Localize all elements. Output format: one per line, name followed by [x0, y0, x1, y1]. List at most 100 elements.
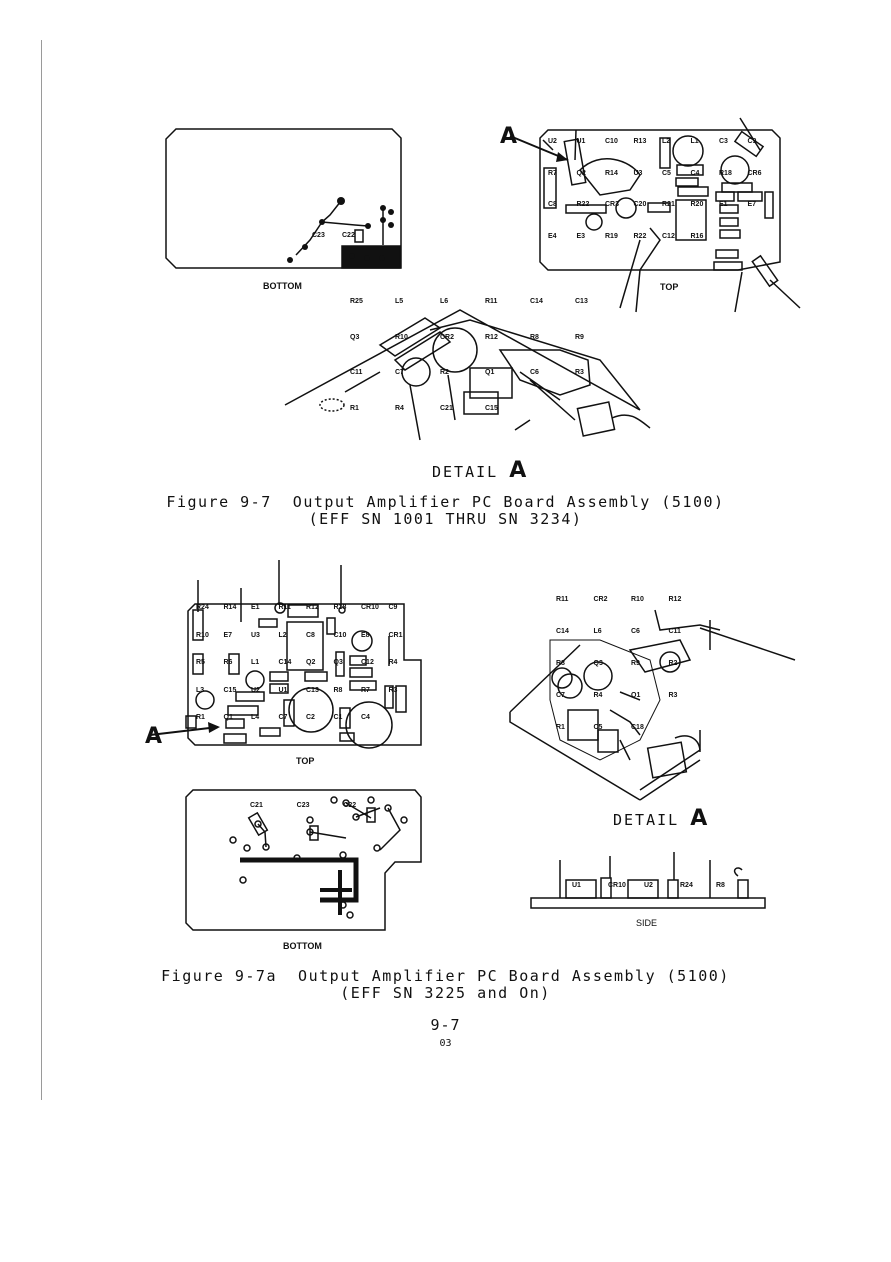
part-label: C9	[388, 604, 398, 611]
fig1-top-label: TOP	[660, 282, 679, 292]
part-label: R11	[556, 596, 569, 603]
fig1-callout-a: A	[500, 124, 518, 149]
part-label: E1	[251, 604, 260, 611]
part-label: C21	[440, 404, 453, 412]
part-label: R16	[690, 232, 704, 240]
part-label: R6	[223, 659, 233, 667]
part-label: R4	[593, 692, 603, 699]
part-label: R22	[576, 201, 590, 208]
part-label: L2	[662, 138, 671, 145]
part-label: R11	[278, 604, 291, 611]
margin-rule	[41, 40, 42, 1100]
part-label: R24	[196, 604, 209, 611]
part-label: C11	[668, 628, 681, 635]
part-label: R7	[548, 169, 557, 177]
part-label: R1	[350, 404, 359, 412]
part-label: R10	[395, 333, 408, 341]
part-label: CR10	[608, 882, 626, 889]
part-label: E1	[719, 201, 728, 208]
part-label: R11	[485, 298, 498, 305]
part-label: R25	[350, 298, 363, 305]
part-label: C11	[350, 369, 363, 376]
part-label: C10	[605, 138, 618, 145]
part-label: R24	[680, 882, 693, 889]
part-label: R14	[605, 169, 618, 177]
part-label: C22	[343, 802, 357, 809]
part-label: C4	[361, 714, 370, 722]
part-label: R9	[631, 660, 640, 667]
fig2-top-label: TOP	[296, 756, 315, 766]
fig2-bottom-board	[185, 789, 422, 931]
part-label: CR6	[747, 169, 762, 177]
part-label: R13	[633, 138, 647, 145]
page-number: 9-7	[430, 1016, 461, 1034]
part-label: C14	[530, 298, 543, 305]
fig2-callout-a: A	[145, 724, 163, 749]
part-label: R4	[388, 659, 398, 667]
part-label: U1	[576, 138, 586, 145]
part-label: R12	[306, 604, 319, 611]
fig1-caption-line1: Figure 9-7 Output Amplifier PC Board Ass…	[166, 493, 725, 511]
part-label: U3	[633, 169, 643, 177]
part-label: Q3	[350, 333, 360, 341]
part-label: U3	[251, 631, 260, 639]
part-label: C12	[361, 659, 374, 667]
part-label: C20	[633, 201, 647, 208]
part-label: CR2	[593, 596, 608, 603]
part-label: Q2	[576, 169, 586, 177]
part-label: C5	[593, 724, 603, 731]
part-label: R21	[662, 201, 675, 208]
part-label: C22	[342, 232, 355, 239]
part-label: R9	[575, 333, 584, 341]
part-label: Q1	[485, 369, 495, 376]
fig2-caption-line2: (EFF SN 3225 and On)	[340, 984, 551, 1002]
part-label: Q3	[333, 659, 343, 667]
part-label: E7	[747, 201, 757, 208]
part-label: C14	[556, 628, 569, 635]
part-label: L4	[251, 714, 260, 722]
page-revision: 03	[439, 1038, 452, 1049]
part-label: R12	[485, 333, 498, 341]
part-label: C7	[556, 692, 565, 699]
part-label: C23	[296, 802, 310, 809]
part-label: L1	[251, 659, 260, 667]
part-label: C10	[333, 631, 347, 639]
part-label: C14	[278, 659, 292, 667]
part-label: CR2	[440, 333, 455, 341]
part-label: R8	[716, 882, 725, 889]
part-label: C18	[631, 724, 644, 731]
part-label: R7	[361, 686, 370, 694]
part-label: E3	[576, 232, 586, 240]
fig2-top-board	[187, 603, 422, 746]
part-label: C8	[548, 201, 557, 208]
part-label: R20	[690, 201, 704, 208]
part-label: R2	[440, 369, 449, 376]
part-label: C5	[662, 169, 671, 177]
part-label: U1	[278, 686, 288, 694]
part-label: R2	[668, 660, 678, 667]
part-label: U2	[548, 138, 557, 145]
part-label: R8	[333, 686, 343, 694]
part-label: R12	[668, 596, 682, 603]
part-label: R1	[556, 724, 565, 731]
part-label: C13	[306, 686, 319, 694]
part-label: C23	[312, 232, 325, 239]
part-label: C6	[631, 628, 640, 635]
part-label: R19	[605, 232, 618, 240]
part-label: C21	[250, 802, 263, 809]
part-label: C15	[485, 404, 498, 412]
fig1-bottom-board	[165, 128, 402, 269]
part-label: E4	[548, 232, 557, 240]
part-label: R5	[196, 659, 205, 667]
part-label: R3	[575, 369, 584, 376]
part-label: R8	[556, 660, 565, 667]
part-label: R18	[719, 169, 732, 177]
part-label: C7	[395, 369, 404, 376]
part-label: R1	[196, 714, 205, 722]
fig1-detail-board	[284, 309, 641, 411]
part-label: R8	[530, 333, 539, 341]
part-label: C6	[530, 369, 539, 376]
part-label: C15	[223, 686, 237, 694]
part-label: CR10	[361, 604, 379, 611]
part-label: R22	[633, 232, 647, 240]
